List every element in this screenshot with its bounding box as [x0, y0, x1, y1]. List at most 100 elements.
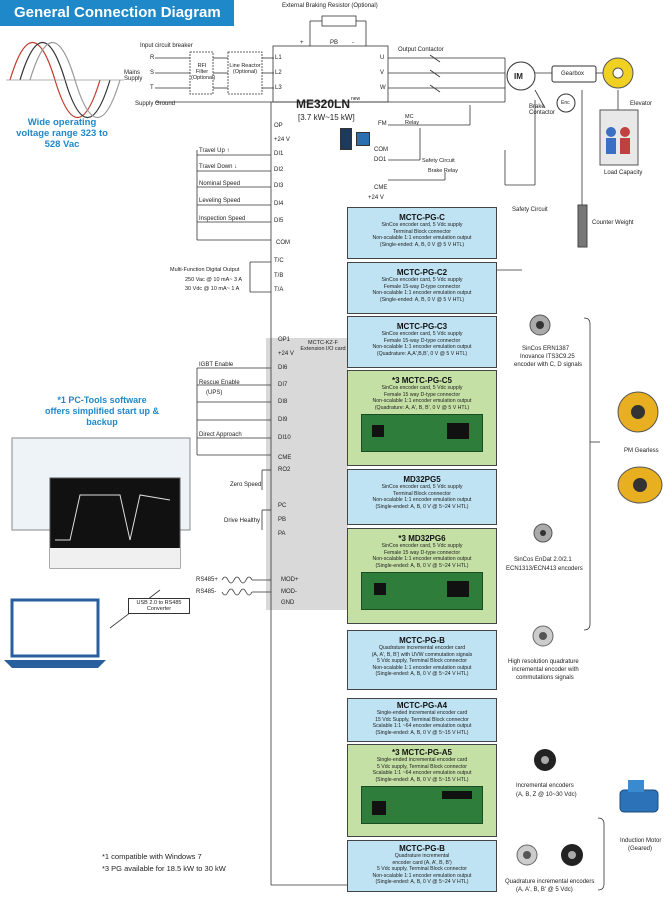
card-title: MCTC-PG-C2: [396, 268, 448, 277]
keypad[interactable]: [340, 128, 352, 150]
card-line: Female 15 way D-type connector: [383, 391, 461, 398]
card-line: Non-scalable 1:1 encoder emulation outpu…: [372, 398, 472, 405]
card-pg-c3: MCTC-PG-C3 SinCos encoder card, 5 Vdc su…: [347, 316, 497, 368]
card-line: 5 Vdc supply, Terminal Block connector: [376, 866, 468, 873]
s-label: S: [150, 70, 155, 76]
card-line: SinCos encoder card, 5 Vdc supply: [381, 385, 463, 391]
card-line: Female 15-way D-type connector: [383, 283, 461, 290]
input-leveling-speed: Leveling Speed: [199, 198, 241, 204]
mfo-line1: 250 Vac @ 10 mA~ 3 A: [185, 277, 243, 283]
term-di5: DI5: [274, 218, 284, 224]
term-pc: PC: [278, 503, 287, 509]
page-title: General Connection Diagram: [14, 4, 221, 21]
card-line: (Single-ended: A, B, 0 V @ 5~15 V HTL): [375, 776, 469, 783]
l3-label: L3: [275, 85, 282, 91]
term-op: OP: [274, 123, 283, 129]
term-di10: DI10: [278, 435, 291, 441]
pcb-image: [361, 786, 483, 825]
card-line: Scalable 1:1 ~64 encoder emulation outpu…: [372, 723, 472, 730]
voltage-range-text: Wide operating voltage range 323 to 528 …: [16, 117, 108, 150]
hr-label-1: High resolution quadrature: [508, 659, 579, 665]
quad-label-1: Quadrature incremental encoders: [505, 879, 595, 885]
drive-fm: FM: [378, 121, 387, 127]
rfi-label: RFI Filter (Optional): [191, 63, 216, 81]
term-di4: DI4: [274, 201, 284, 207]
safety-circuit-right-label: Safety Circuit: [512, 207, 548, 213]
footnote-1: *1 compatible with Windows 7: [102, 852, 202, 861]
card-title: MCTC-PG-C: [399, 213, 445, 222]
endat-label: SinCos EnDat 2.0/2.1: [514, 557, 572, 563]
card-line: Non-scalable 1:1 encoder emulation outpu…: [372, 290, 472, 297]
t-label: T: [150, 85, 154, 91]
pctools-text: *1 PC-Tools software offers simplified s…: [44, 395, 160, 427]
ext-input-rescue: Rescue Enable: [199, 380, 240, 386]
card-line: 15 Vdc Supply, Terminal Block connector: [375, 716, 469, 723]
card-pg-a5: *3 MCTC-PG-A5 Single-ended incremental e…: [347, 744, 497, 837]
card-title: MCTC-PG-B: [399, 844, 445, 853]
ext-input-direct: Direct Approach: [199, 432, 242, 438]
card-line: Non-scalable 1:1 encoder emulation outpu…: [372, 556, 472, 563]
inc-label-2: (A, B, Z @ 10~30 Vdc): [516, 792, 577, 798]
term-di1: DI1: [274, 151, 284, 157]
card-title: MD32PG5: [403, 475, 441, 484]
hr-label-2: incremental encoder with: [512, 667, 579, 673]
term-di9: DI9: [278, 417, 288, 423]
term-ro2: RO2: [278, 467, 291, 473]
mfo-line2: 30 Vdc @ 10 mA~ 1 A: [185, 286, 240, 292]
counter-weight-label: Counter Weight: [592, 220, 634, 226]
card-pg-c: MCTC-PG-C SinCos encoder card, 5 Vdc sup…: [347, 207, 497, 259]
drive-model-sup: new: [351, 96, 361, 102]
brake-relay-label: Brake Relay: [428, 168, 458, 174]
gearbox-label: Gearbox: [561, 71, 585, 77]
u-label: U: [380, 55, 385, 61]
ext-card-label: MCTC-KZ-F Extension I/O card: [300, 340, 346, 352]
card-line: Single-ended incremental encoder card: [376, 710, 468, 716]
card-title: MCTC-PG-B: [399, 636, 445, 645]
input-travel-up: Travel Up ↑: [199, 148, 230, 154]
r-label: R: [150, 55, 155, 61]
display: [356, 132, 370, 146]
ern-label-3: encoder with C, D signals: [514, 362, 583, 368]
card-line: (Single-ended: A, B, 0 V @ 5~24 V HTL): [375, 503, 469, 510]
drive-cme: CME: [374, 185, 388, 191]
card-pg-c2: MCTC-PG-C2 SinCos encoder card, 5 Vdc su…: [347, 262, 497, 314]
term-ta: T/A: [274, 287, 284, 293]
card-line: Terminal Block connector: [393, 490, 451, 497]
v-label: V: [380, 70, 385, 76]
term-tb: T/B: [274, 273, 284, 279]
usb-converter-label: USB 2.0 to RS485 Converter: [128, 598, 190, 614]
card-md32pg5: MD32PG5 SinCos encoder card, 5 Vdc suppl…: [347, 469, 497, 525]
card-line: Terminal Block connector: [393, 228, 451, 235]
term-di3: DI3: [274, 183, 284, 189]
elevator-label: Elevator: [630, 101, 653, 107]
brake-contactor-label: Brake Contactor: [529, 104, 556, 116]
mains-label: Mains Supply: [124, 70, 143, 82]
card-pg-c5: *3 MCTC-PG-C5 SinCos encoder card, 5 Vdc…: [347, 370, 497, 466]
term-24v-b: +24 V: [278, 351, 294, 357]
card-line: (Single-ended: A, B, 0 V @ 5 V HTL): [379, 241, 465, 248]
line-reactor-label: Line Reactor (Optional): [229, 63, 261, 75]
safety-circuit-label: Safety Circuit: [422, 158, 455, 164]
gnd-label: GND: [281, 600, 295, 606]
load-capacity-label: Load Capacity: [604, 170, 643, 176]
pm-gearless-label: PM Gearless: [624, 448, 659, 454]
input-travel-down: Travel Down ↓: [199, 164, 238, 170]
term-di7: DI7: [278, 382, 288, 388]
drive-model: ME320LN: [296, 97, 351, 111]
card-line: (Single-ended: A, B, 0 V @ 5~24 V HTL): [375, 671, 469, 678]
card-line: SinCos encoder card, 5 Vdc supply: [381, 222, 463, 228]
rs485p-label: RS485+: [196, 577, 218, 583]
plus-top-label: +: [300, 40, 304, 46]
card-line: SinCos encoder card, 5 Vdc supply: [381, 543, 463, 549]
quad-label-2: (A, A', B, B' @ 5 Vdc): [516, 887, 573, 893]
drive-24v: +24 V: [368, 195, 384, 201]
extension-panel: [266, 338, 348, 610]
card-line: (A, A', B, B') with UVW commutation sign…: [371, 651, 473, 658]
mfo-label: Multi-Function Digital Output: [170, 267, 240, 273]
ern-label: SinCos ERN1387: [522, 346, 570, 352]
drive-do1: DO1: [374, 157, 387, 163]
card-line: Non-scalable 1:1 encoder emulation outpu…: [372, 497, 472, 504]
card-title: *3 MCTC-PG-A5: [391, 748, 452, 757]
card-line: SinCos encoder card, 5 Vdc supply: [381, 331, 463, 337]
